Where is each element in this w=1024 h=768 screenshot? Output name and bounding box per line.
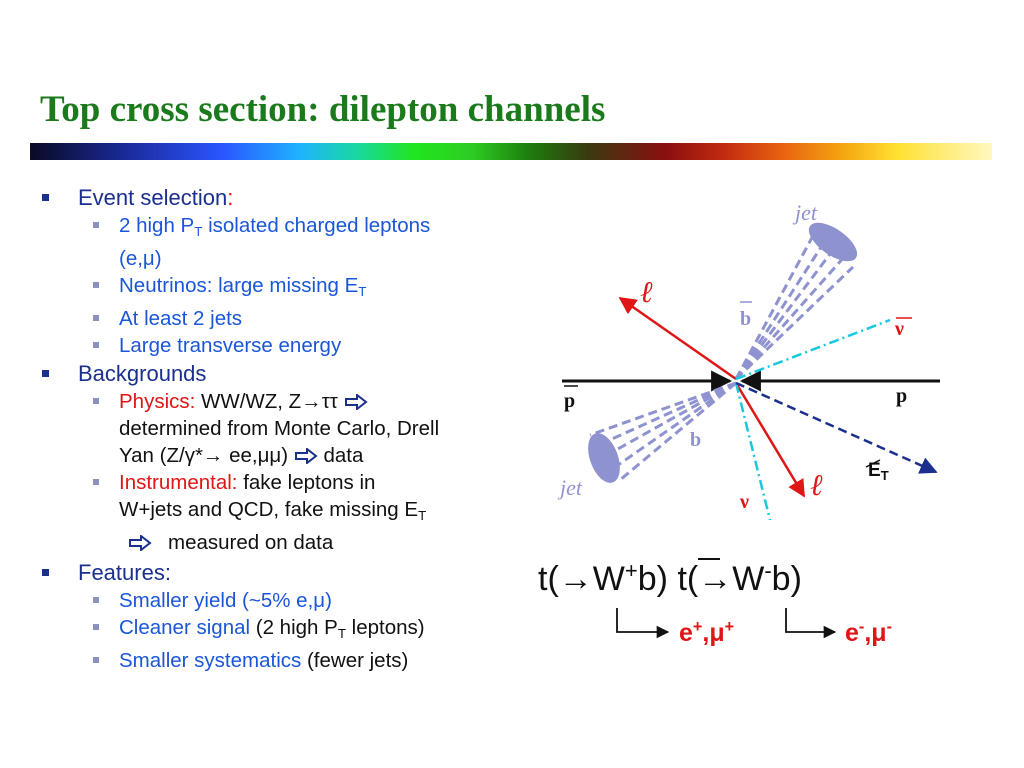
item-transverse-energy: Large transverse energy — [40, 332, 510, 359]
item-smaller-systematics: Smaller systematics (fewer jets) — [40, 647, 510, 674]
arrow-right-icon — [344, 393, 368, 410]
rainbow-divider — [30, 143, 992, 160]
neutrino-right-track — [735, 318, 891, 381]
decay-arrows — [616, 608, 837, 639]
item-neutrinos: Neutrinos: large missing ET — [40, 272, 510, 305]
item-smaller-yield: Smaller yield (~5% e,μ) — [40, 587, 510, 614]
met-arrow — [735, 381, 938, 474]
item-cleaner-signal: Cleaner signal (2 high PT leptons) — [40, 614, 510, 647]
jet-top-cone — [734, 231, 855, 381]
b-label: b — [690, 429, 701, 451]
jet-bottom-label: jet — [557, 475, 583, 500]
decay-equation: t(→W+b) t(→W-b) — [538, 558, 802, 599]
slide-title: Top cross section: dilepton channels — [40, 89, 606, 130]
item-measured-on-data: measured on data — [40, 529, 510, 556]
p-label: p — [896, 385, 907, 407]
lepton-bottom-label: ℓ — [810, 469, 823, 502]
bullet-list: Event selection: 2 high PT isolated char… — [40, 183, 510, 674]
jet-top-head — [808, 222, 858, 262]
pbar-label: p — [564, 390, 575, 412]
item-physics: Physics: WW/WZ, Z→ττ determined from Mon… — [40, 388, 510, 469]
neutrino-bottom-track — [734, 382, 772, 521]
met-strike — [865, 459, 881, 468]
decay-arrow-left — [616, 608, 670, 639]
event-diagram: jet jet ℓ ℓ b b ν ν p p ET — [557, 200, 940, 521]
jet-bottom-cone — [589, 381, 737, 482]
decay-chain: t(→W+b) t(→W-b) e+,μ+ e-,μ- — [538, 558, 1008, 658]
tbar-overline — [698, 558, 720, 560]
jet-top-label: jet — [792, 200, 818, 225]
met-label: ET — [868, 460, 889, 483]
nu-bottom-label: ν — [739, 491, 749, 513]
heading-event-selection: Event selection: — [40, 183, 510, 212]
heading-features: Features: — [40, 558, 510, 587]
bbar-label: b — [740, 308, 751, 330]
nu-right-label: ν — [894, 318, 904, 340]
heading-backgrounds: Backgrounds — [40, 359, 510, 388]
item-jets: At least 2 jets — [40, 305, 510, 332]
decay-arrow-right — [785, 608, 837, 639]
lepton-top-label: ℓ — [640, 276, 653, 309]
lepton-bottom-track — [734, 382, 806, 498]
lepton-top-track — [618, 296, 737, 381]
decay-product-positive: e+,μ+ — [679, 618, 735, 647]
arrow-right-icon — [294, 447, 318, 464]
decay-product-negative: e-,μ- — [845, 618, 892, 647]
arrow-right-icon — [129, 534, 152, 551]
item-high-pt-leptons: 2 high PT isolated charged leptons(e,μ) — [40, 212, 510, 272]
jet-bottom-head — [588, 433, 620, 483]
